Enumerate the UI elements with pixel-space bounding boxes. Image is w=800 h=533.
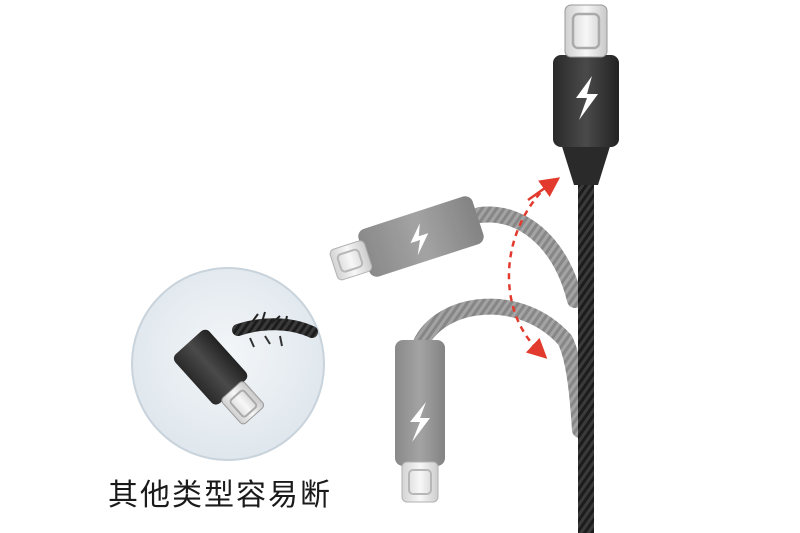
inset-circle: [131, 267, 325, 461]
bent-cable-upper: [329, 196, 583, 308]
caption-text: 其他类型容易断: [108, 478, 332, 513]
lightning-bolt-icon: [410, 223, 429, 256]
lightning-bolt-icon: [576, 76, 598, 120]
bent-cable-lower: [395, 298, 588, 503]
bend-arrow: [507, 177, 561, 359]
straight-cable: [553, 4, 619, 533]
lightning-bolt-icon: [410, 402, 430, 442]
